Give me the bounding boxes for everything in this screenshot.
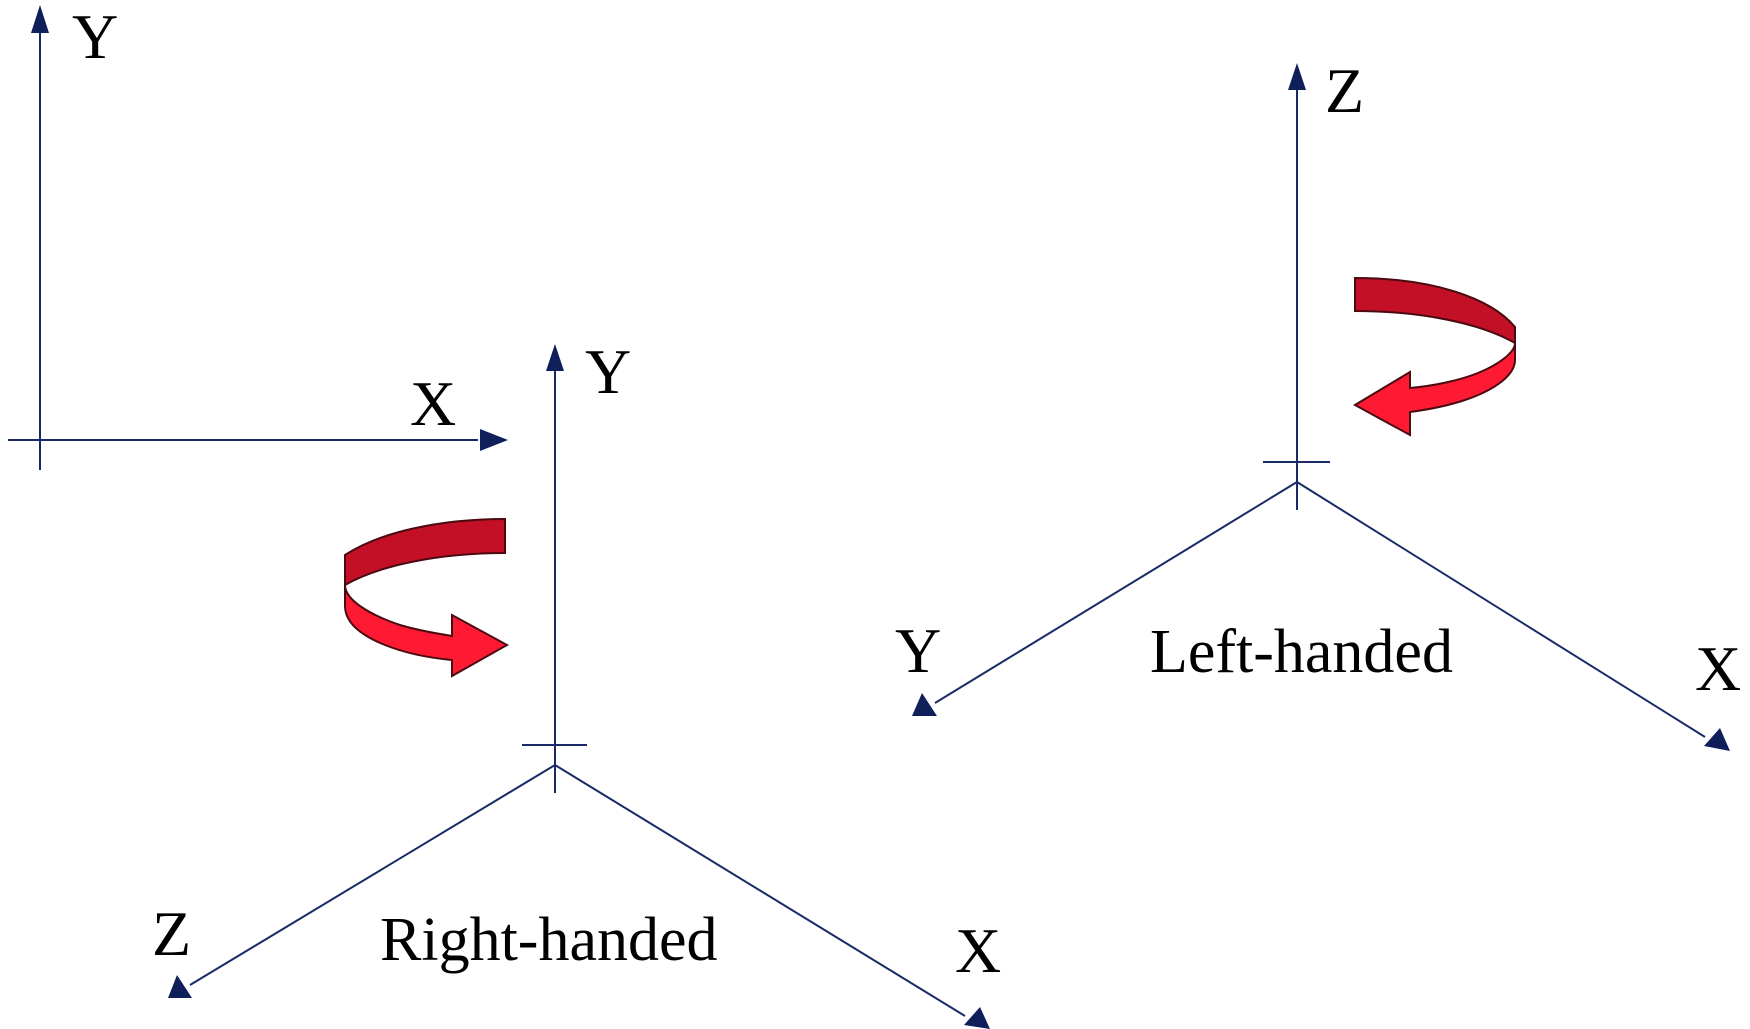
lh-caption: Left-handed <box>1150 618 1453 686</box>
x-axis-2d-arrowhead-icon <box>480 429 508 451</box>
lh-y-axis <box>934 481 1298 704</box>
rh-z-axis-arrowhead-icon <box>168 975 192 998</box>
rh-x-axis-arrowhead-icon <box>964 1007 990 1029</box>
x-label-2d: X <box>410 368 456 439</box>
rh-z-label: Z <box>152 898 191 969</box>
lh-y-label: Y <box>895 615 941 686</box>
lh-x-axis <box>1296 481 1706 738</box>
lh-x-axis-arrowhead-icon <box>1704 728 1730 751</box>
rh-caption: Right-handed <box>380 906 718 974</box>
rh-y-axis-arrowhead-icon <box>546 344 564 371</box>
diagram-2d: Y X <box>8 1 508 470</box>
lh-curved-arrow-icon <box>1352 276 1516 437</box>
lh-z-label: Z <box>1325 55 1364 126</box>
rh-x-axis <box>554 764 966 1017</box>
right-handed-system: Y Z X Right-handed <box>152 336 1001 1029</box>
y-axis-2d-arrowhead-icon <box>31 5 49 33</box>
lh-x-label: X <box>1695 633 1741 704</box>
rh-curved-arrow-icon <box>344 517 510 678</box>
lh-y-axis-arrowhead-icon <box>912 693 937 716</box>
lh-z-axis-arrowhead-icon <box>1288 63 1306 90</box>
left-handed-system: Z Y X Left-handed <box>895 55 1741 751</box>
y-label-2d: Y <box>72 1 118 72</box>
rh-y-label: Y <box>585 336 631 407</box>
rh-z-axis <box>189 764 556 986</box>
rh-x-label: X <box>955 915 1001 986</box>
